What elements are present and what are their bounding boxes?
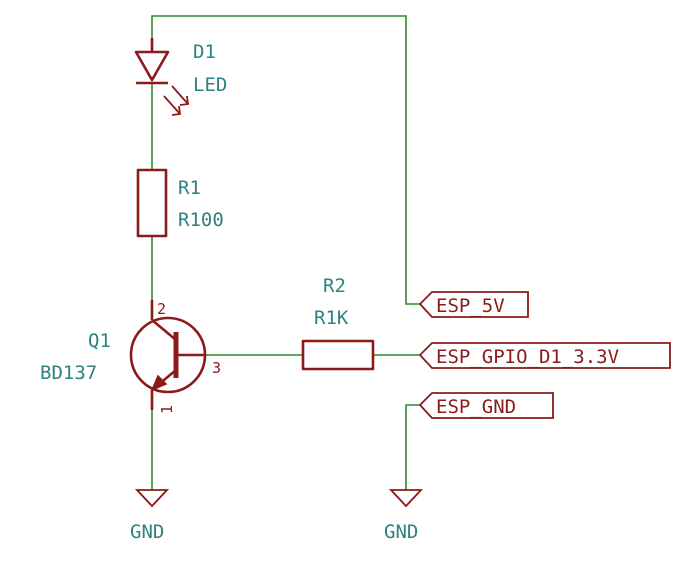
r2-ref: R2 — [323, 275, 346, 297]
q1-collector — [151, 319, 177, 341]
net-flag-esp-5v — [418, 291, 529, 318]
transistor-q1 — [129, 300, 207, 410]
wire-5v-rail — [151, 15, 420, 305]
q1-pin-base: 3 — [212, 359, 221, 377]
led-value: LED — [193, 74, 227, 96]
q1-emitter-arrow — [150, 374, 168, 392]
q1-value: BD137 — [40, 362, 97, 384]
gnd-label-right: GND — [384, 521, 418, 543]
net-label-esp-gnd: ESP_GND — [436, 396, 516, 418]
r1-ref: R1 — [178, 177, 201, 199]
led-ref: D1 — [193, 41, 216, 63]
gnd-symbol-right — [388, 489, 424, 508]
gnd-label-left: GND — [130, 521, 164, 543]
resistor-r1 — [136, 168, 168, 238]
led-emission-arrows — [163, 85, 190, 116]
q1-pin-emitter: 1 — [158, 405, 176, 414]
led-d1 — [134, 38, 190, 116]
wire-esp-gnd — [405, 404, 420, 490]
q1-pin-collector: 2 — [157, 300, 166, 318]
q1-ref: Q1 — [88, 330, 111, 352]
resistor-r2 — [301, 339, 375, 371]
r1-value: R100 — [178, 209, 224, 231]
wires — [151, 15, 420, 490]
gnd-symbol-left — [134, 489, 170, 508]
net-flag-esp-gpio — [418, 342, 671, 369]
led-triangle — [134, 50, 170, 82]
net-flag-esp-gnd — [418, 392, 554, 419]
r2-value: R1K — [314, 307, 349, 329]
net-label-esp-gpio: ESP_GPIO_D1_3.3V — [436, 346, 619, 368]
net-label-esp-5v: ESP_5V — [436, 295, 505, 317]
